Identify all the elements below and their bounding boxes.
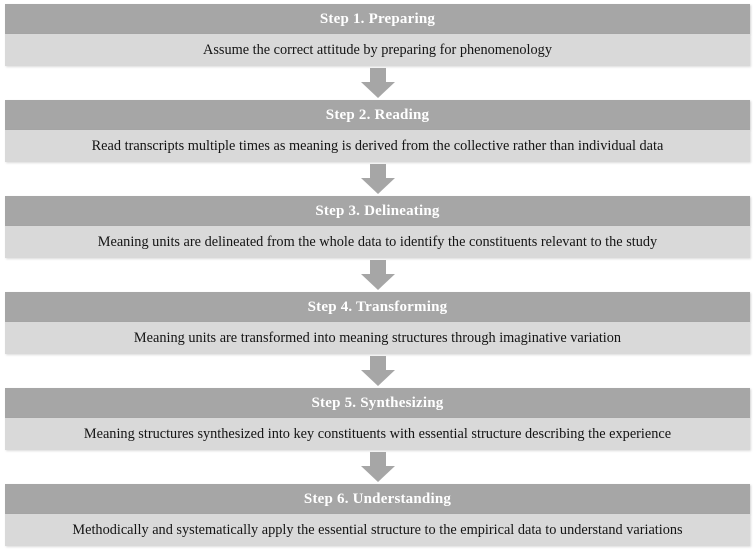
step-6-header: Step 6. Understanding — [5, 484, 750, 514]
arrow-down-icon — [360, 260, 395, 290]
step-4-header: Step 4. Transforming — [5, 292, 750, 322]
arrow-down-icon — [360, 356, 395, 386]
connector-4-to-5 — [5, 354, 750, 388]
flow-step-6: Step 6. Understanding Methodically and s… — [5, 484, 750, 546]
step-6-body: Methodically and systematically apply th… — [5, 514, 750, 546]
flow-step-4: Step 4. Transforming Meaning units are t… — [5, 292, 750, 354]
step-1-body: Assume the correct attitude by preparing… — [5, 34, 750, 66]
arrow-down-icon — [360, 452, 395, 482]
step-3-body: Meaning units are delineated from the wh… — [5, 226, 750, 258]
connector-2-to-3 — [5, 162, 750, 196]
arrow-down-icon — [360, 164, 395, 194]
step-1-header: Step 1. Preparing — [5, 4, 750, 34]
step-4-body: Meaning units are transformed into meani… — [5, 322, 750, 354]
flow-step-2: Step 2. Reading Read transcripts multipl… — [5, 100, 750, 162]
arrow-down-icon — [360, 68, 395, 98]
connector-5-to-6 — [5, 450, 750, 484]
connector-1-to-2 — [5, 66, 750, 100]
step-2-header: Step 2. Reading — [5, 100, 750, 130]
step-3-header: Step 3. Delineating — [5, 196, 750, 226]
flow-step-1: Step 1. Preparing Assume the correct att… — [5, 4, 750, 66]
step-2-body: Read transcripts multiple times as meani… — [5, 130, 750, 162]
step-5-header: Step 5. Synthesizing — [5, 388, 750, 418]
flow-step-5: Step 5. Synthesizing Meaning structures … — [5, 388, 750, 450]
connector-3-to-4 — [5, 258, 750, 292]
step-5-body: Meaning structures synthesized into key … — [5, 418, 750, 450]
flow-step-3: Step 3. Delineating Meaning units are de… — [5, 196, 750, 258]
